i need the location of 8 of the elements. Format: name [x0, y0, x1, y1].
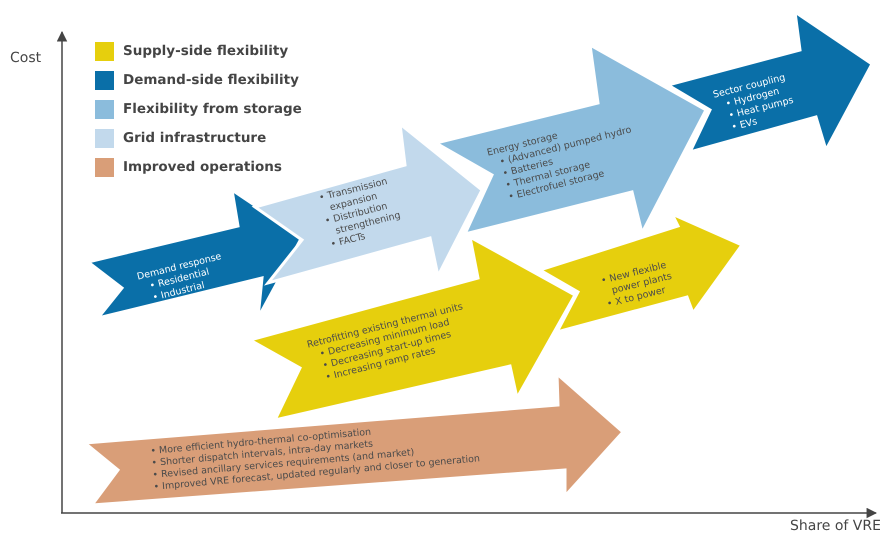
legend-label: Grid infrastructure [123, 130, 266, 146]
legend-label: Demand-side flexibility [123, 72, 299, 88]
bullet-item: • EVs [729, 116, 758, 136]
axis-title: Share of VRE [790, 518, 880, 534]
legend-label: Supply-side flexibility [123, 43, 288, 59]
axis-title: Cost [10, 50, 42, 66]
legend-label: Improved operations [123, 159, 282, 175]
legend-label: Flexibility from storage [123, 101, 302, 117]
